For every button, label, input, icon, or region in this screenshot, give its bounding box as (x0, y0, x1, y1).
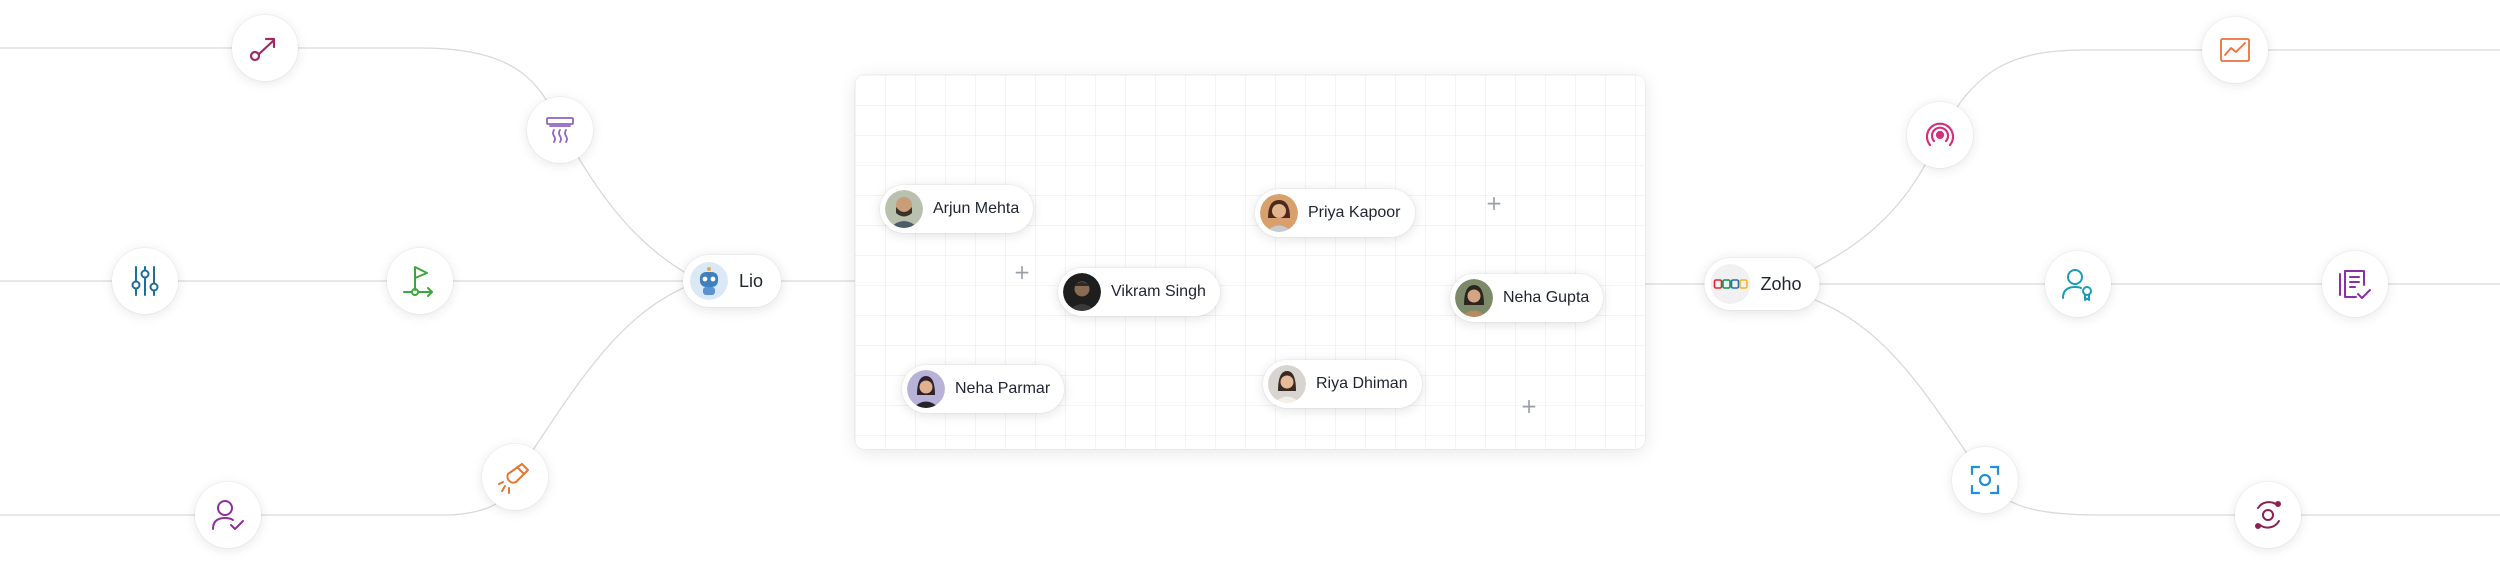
woman-avatar (907, 370, 945, 408)
person-chip-neha-gupta[interactable]: Neha Gupta (1450, 274, 1604, 322)
broadcast-icon (1925, 122, 1955, 147)
focus-scan-node[interactable] (1952, 447, 2018, 513)
woman-avatar (1455, 279, 1493, 317)
person-name: Riya Dhiman (1316, 375, 1408, 392)
robot-avatar-icon (689, 261, 729, 301)
heater-node[interactable] (527, 97, 593, 163)
magnet-icon (498, 463, 529, 494)
person-chip-riya-dhiman[interactable]: Riya Dhiman (1263, 360, 1422, 408)
user-badge-node[interactable] (2045, 251, 2111, 317)
route-arrow-node[interactable] (232, 15, 298, 81)
man-beard-avatar (885, 190, 923, 228)
person-chip-vikram-singh[interactable]: Vikram Singh (1058, 268, 1220, 316)
lio-hub[interactable]: Lio (682, 255, 782, 307)
flag-route-node[interactable] (387, 248, 453, 314)
chart-window-node[interactable] (2202, 17, 2268, 83)
chart-window-icon (2220, 38, 2250, 62)
person-chip-neha-parmar[interactable]: Neha Parmar (902, 365, 1065, 413)
magnet-node[interactable] (482, 444, 548, 510)
heater-icon (546, 117, 574, 143)
zoho-label: Zoho (1760, 273, 1802, 294)
orbit-icon (2255, 501, 2281, 529)
person-name: Priya Kapoor (1308, 204, 1401, 221)
woman-avatar (1260, 194, 1298, 232)
person-name: Arjun Mehta (933, 200, 1020, 217)
zoho-logo-icon (1710, 264, 1751, 304)
user-check-icon (212, 500, 244, 530)
person-name: Neha Gupta (1503, 289, 1590, 306)
connector-line (514, 280, 701, 478)
focus-scan-icon (1970, 465, 2000, 495)
man-dark-avatar (1063, 273, 1101, 311)
woman-avatar (1268, 365, 1306, 403)
connector-line (1814, 299, 1986, 481)
person-name: Vikram Singh (1111, 283, 1206, 300)
lio-label: Lio (738, 270, 764, 291)
zoho-hub[interactable]: Zoho (1704, 258, 1820, 310)
route-arrow-icon (249, 37, 276, 62)
plus-marker: + (1013, 260, 1031, 284)
user-badge-icon (2062, 269, 2092, 301)
orbit-node[interactable] (2235, 482, 2301, 548)
broadcast-node[interactable] (1907, 102, 1973, 168)
sliders-icon (131, 266, 159, 296)
person-name: Neha Parmar (955, 380, 1051, 397)
people-canvas: Arjun Mehta Priya Kapoor Vikram Singh Ne… (855, 75, 1645, 449)
sliders-node[interactable] (112, 248, 178, 314)
plus-marker: + (1485, 191, 1503, 215)
checklist-icon (2339, 270, 2371, 299)
checklist-node[interactable] (2322, 251, 2388, 317)
user-check-node[interactable] (195, 482, 261, 548)
person-chip-priya-kapoor[interactable]: Priya Kapoor (1255, 189, 1415, 237)
plus-marker: + (1520, 394, 1538, 418)
flag-route-icon (403, 266, 433, 297)
person-chip-arjun-mehta[interactable]: Arjun Mehta (880, 185, 1034, 233)
